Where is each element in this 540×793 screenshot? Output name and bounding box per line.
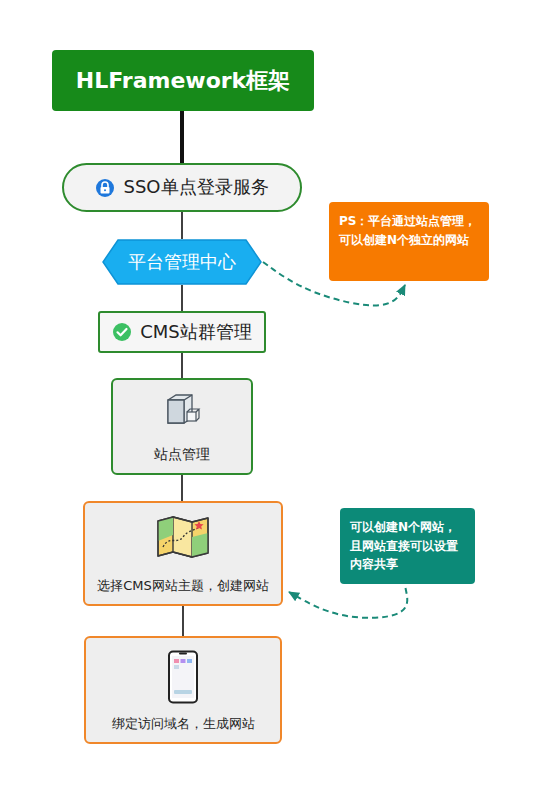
flow-line — [181, 212, 183, 239]
node-content: SSO单点登录服务 — [95, 176, 268, 199]
icon-card: 绑定访问域名，生成网站 — [84, 636, 282, 744]
flow-line — [182, 606, 184, 636]
callout-note: PS：平台通过站点管理，可以创建N个独立的网站 — [329, 202, 489, 281]
callout-note: 可以创建N个网站，且网站直接可以设置内容共享 — [340, 508, 475, 584]
node-label: 平台管理中心 — [128, 251, 236, 274]
node-content: 可以创建N个网站，且网站直接可以设置内容共享 — [350, 518, 465, 574]
node-label: 选择CMS网站主题，创建网站 — [97, 578, 269, 594]
node-content: HLFramework框架 — [76, 67, 291, 95]
icon-card: 站点管理 — [111, 378, 253, 475]
flow-line — [181, 475, 183, 501]
node-label: 可以创建N个网站，且网站直接可以设置内容共享 — [350, 518, 465, 574]
hexagon-shape — [103, 240, 261, 284]
node-label: 绑定访问域名，生成网站 — [112, 716, 255, 732]
node-content: 平台管理中心 — [128, 251, 236, 274]
check-icon — [112, 322, 132, 342]
node-content: 绑定访问域名，生成网站 — [112, 638, 255, 742]
node-label: SSO单点登录服务 — [123, 176, 268, 199]
node-label: CMS站群管理 — [140, 321, 252, 344]
node-content: 站点管理 — [154, 380, 210, 473]
service-pill: SSO单点登录服务 — [62, 163, 302, 212]
phone-icon — [167, 650, 199, 704]
process-box: CMS站群管理 — [98, 311, 266, 353]
lock-icon — [95, 178, 115, 198]
framework-box: HLFramework框架 — [52, 50, 314, 111]
node-label: 站点管理 — [154, 446, 210, 464]
hexagon-node: 平台管理中心 — [102, 239, 262, 285]
map-icon — [155, 515, 211, 559]
dashed-callout-arrow — [289, 588, 407, 618]
node-label: HLFramework框架 — [76, 67, 291, 95]
flow-line — [181, 353, 183, 378]
icon-card: 选择CMS网站主题，创建网站 — [83, 501, 283, 606]
node-content: 选择CMS网站主题，创建网站 — [97, 503, 269, 604]
node-content: CMS站群管理 — [112, 321, 252, 344]
flow-line — [181, 285, 183, 311]
cube-icon — [162, 392, 202, 428]
flow-line — [180, 111, 184, 163]
node-content: PS：平台通过站点管理，可以创建N个独立的网站 — [339, 212, 479, 249]
node-label: PS：平台通过站点管理，可以创建N个独立的网站 — [339, 212, 479, 249]
